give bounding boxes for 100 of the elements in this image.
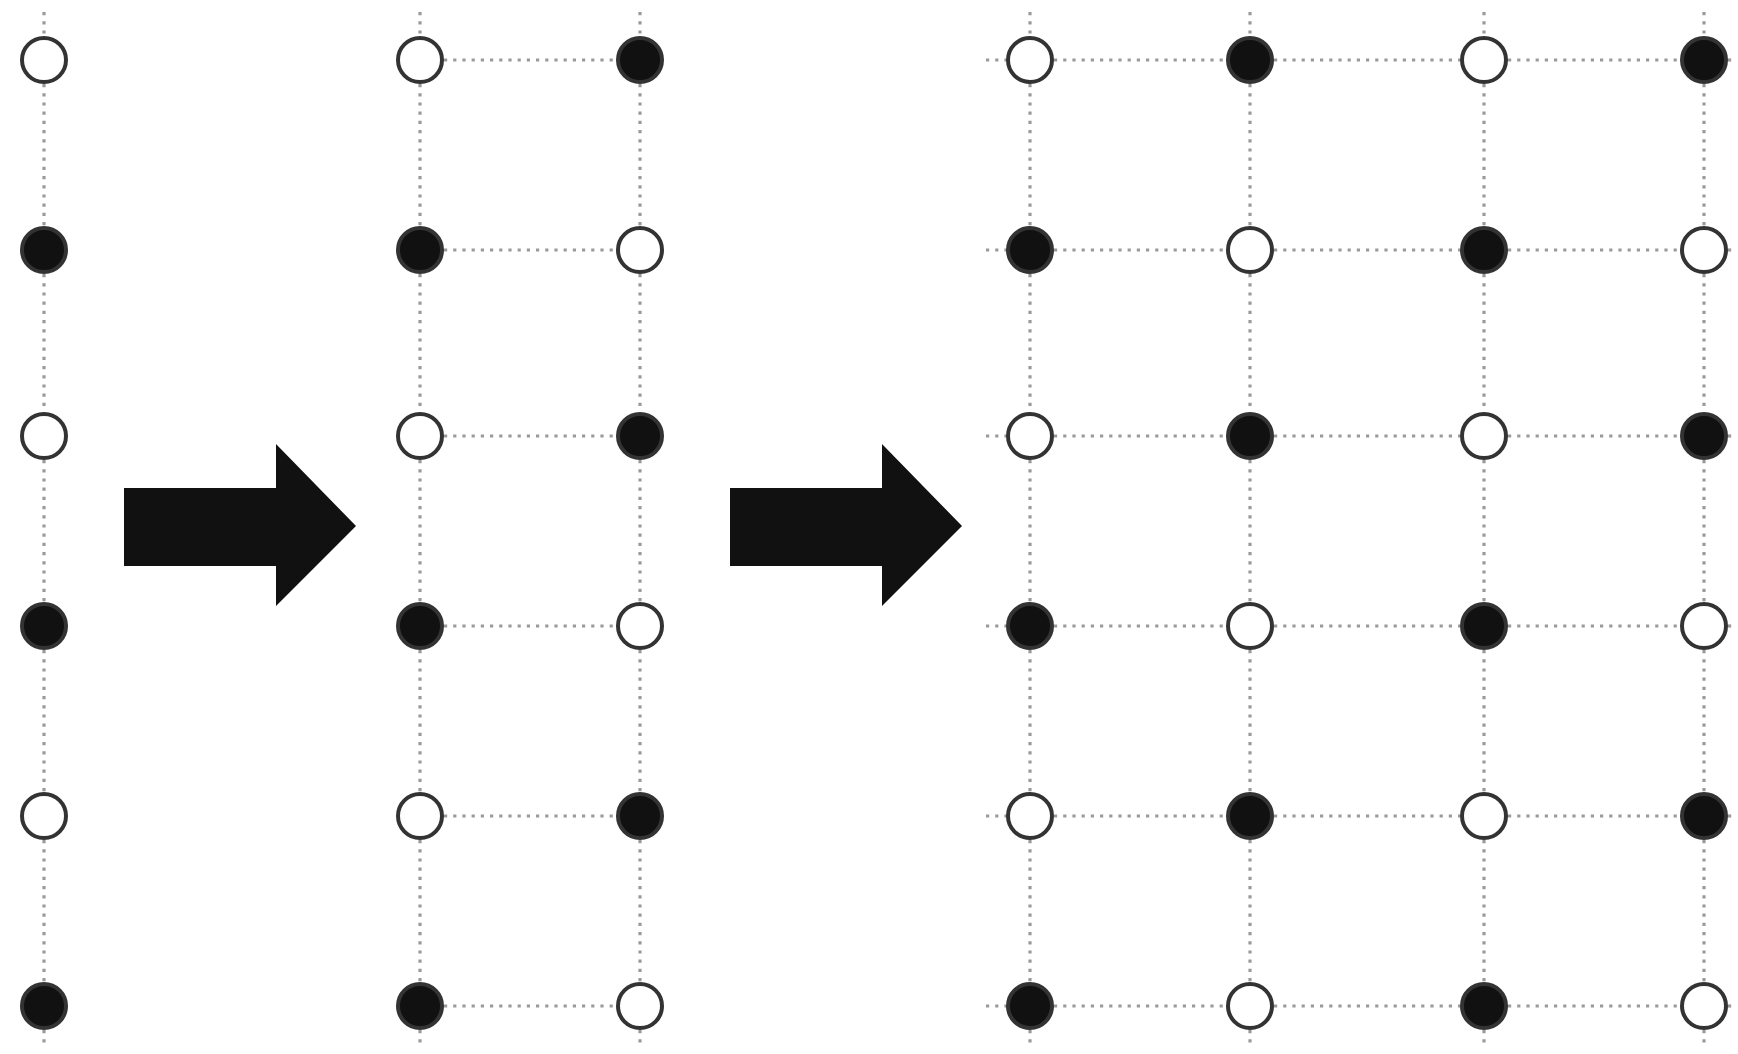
circle-node	[396, 412, 444, 460]
dotted-line	[1248, 274, 1252, 412]
circle-node	[396, 792, 444, 840]
dotted-line	[1508, 1004, 1680, 1008]
dotted-line	[1702, 650, 1706, 792]
dotted-line	[444, 814, 616, 818]
circle-node	[1006, 412, 1054, 460]
filled-dot	[1460, 226, 1508, 274]
filled-dot	[396, 982, 444, 1030]
filled-dot	[1680, 412, 1728, 460]
filled-dot	[20, 602, 68, 650]
dotted-line	[444, 248, 616, 252]
dotted-line	[444, 624, 616, 628]
dotted-line	[1054, 1004, 1226, 1008]
dotted-line	[444, 434, 616, 438]
dotted-line	[1248, 840, 1252, 982]
circle-node	[616, 982, 664, 1030]
filled-dot	[616, 36, 664, 84]
dotted-line	[1054, 814, 1226, 818]
filled-dot	[1006, 982, 1054, 1030]
dotted-line	[1508, 434, 1680, 438]
circle-node	[20, 412, 68, 460]
filled-dot	[1006, 602, 1054, 650]
dotted-line	[1054, 434, 1226, 438]
circle-node	[1680, 226, 1728, 274]
dotted-line	[1028, 460, 1032, 602]
filled-dot	[616, 412, 664, 460]
circle-node	[1226, 602, 1274, 650]
dotted-line	[42, 460, 46, 602]
dotted-line	[638, 460, 642, 602]
dotted-line	[42, 274, 46, 412]
dotted-line	[1248, 84, 1252, 226]
circle-node	[1226, 226, 1274, 274]
dotted-line	[1508, 814, 1680, 818]
filled-dot	[1006, 226, 1054, 274]
filled-dot	[1226, 36, 1274, 84]
dotted-line	[418, 460, 422, 602]
dotted-line	[418, 274, 422, 412]
dotted-line	[444, 58, 616, 62]
circle-node	[1006, 792, 1054, 840]
filled-dot	[616, 792, 664, 840]
circle-node	[616, 602, 664, 650]
circle-node	[20, 792, 68, 840]
filled-dot	[20, 982, 68, 1030]
dotted-line	[1028, 274, 1032, 412]
dotted-line	[1508, 248, 1680, 252]
filled-dot	[1226, 412, 1274, 460]
dotted-line	[1274, 58, 1460, 62]
dotted-line	[1702, 840, 1706, 982]
circle-node	[1680, 982, 1728, 1030]
filled-dot	[1226, 792, 1274, 840]
circle-node	[1226, 982, 1274, 1030]
dotted-line	[1508, 624, 1680, 628]
dotted-line	[1274, 248, 1460, 252]
filled-dot	[1460, 982, 1508, 1030]
dotted-line	[1028, 84, 1032, 226]
dotted-line	[418, 84, 422, 226]
dotted-line	[1054, 248, 1226, 252]
filled-dot	[1460, 602, 1508, 650]
circle-node	[1460, 792, 1508, 840]
dotted-line	[1482, 460, 1486, 602]
dotted-line	[1482, 650, 1486, 792]
dotted-line	[1702, 84, 1706, 226]
dotted-line	[638, 84, 642, 226]
filled-dot	[1680, 36, 1728, 84]
dotted-line	[1028, 650, 1032, 792]
dotted-line	[1482, 840, 1486, 982]
dotted-line	[1274, 1004, 1460, 1008]
dotted-line	[444, 1004, 616, 1008]
dotted-line	[638, 274, 642, 412]
circle-node	[396, 36, 444, 84]
circle-node	[1460, 412, 1508, 460]
dotted-line	[1702, 274, 1706, 412]
filled-dot	[1680, 792, 1728, 840]
circle-node	[1680, 602, 1728, 650]
dotted-line	[42, 84, 46, 226]
dotted-line	[418, 650, 422, 792]
dotted-line	[1274, 814, 1460, 818]
dotted-line	[638, 650, 642, 792]
dotted-line	[1274, 434, 1460, 438]
dotted-line	[1702, 460, 1706, 602]
dotted-line	[42, 840, 46, 982]
dotted-line	[1028, 840, 1032, 982]
dotted-line	[1508, 58, 1680, 62]
filled-dot	[396, 226, 444, 274]
dotted-line	[1054, 58, 1226, 62]
filled-dot	[396, 602, 444, 650]
dotted-line	[1248, 460, 1252, 602]
dotted-line	[1248, 650, 1252, 792]
circle-node	[616, 226, 664, 274]
dotted-line	[1482, 84, 1486, 226]
circle-node	[1460, 36, 1508, 84]
dotted-line	[42, 650, 46, 792]
dotted-line	[1482, 274, 1486, 412]
circle-node	[20, 36, 68, 84]
circle-node	[1006, 36, 1054, 84]
dotted-line	[638, 840, 642, 982]
filled-dot	[20, 226, 68, 274]
dotted-line	[418, 840, 422, 982]
dotted-line	[1054, 624, 1226, 628]
